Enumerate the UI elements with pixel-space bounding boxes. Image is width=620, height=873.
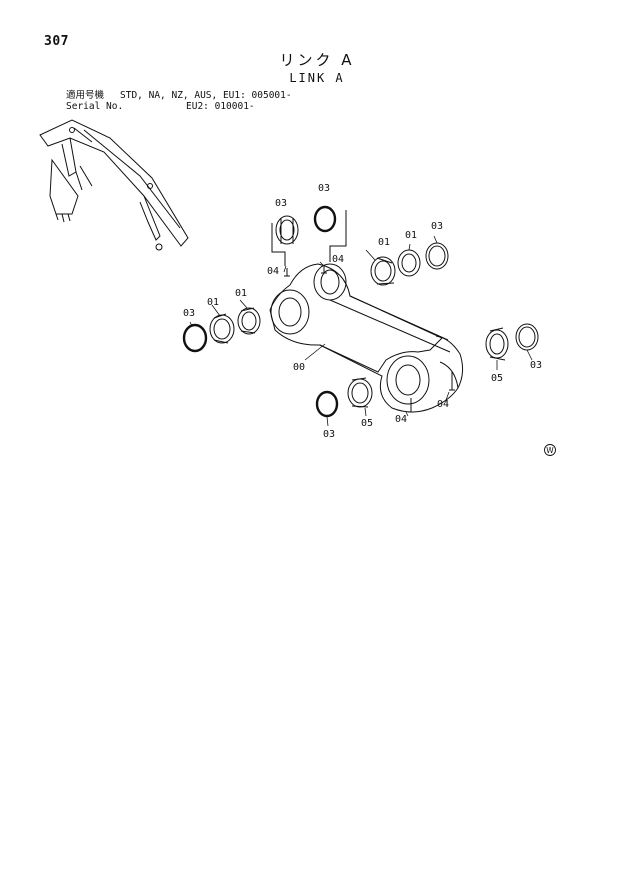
serial-label-jp: 適用号機 (66, 90, 105, 101)
callout-03-upper: 03 (318, 183, 330, 194)
callout-01-left-b: 01 (235, 288, 247, 299)
lower-parts (315, 377, 414, 418)
callout-05-lower: 05 (361, 418, 373, 429)
callout-04-upper-right: 04 (332, 254, 344, 265)
callout-03-upper-left: 03 (275, 198, 287, 209)
title-japanese: リンク A (279, 51, 355, 69)
callout-01-left-a: 01 (207, 297, 219, 308)
w-mark: W (544, 444, 556, 456)
leader-lines (189, 235, 533, 427)
callout-03-lower: 03 (323, 429, 335, 440)
title-english: LINK A (289, 71, 345, 85)
callout-03-right: 03 (530, 360, 542, 371)
callout-01-upper-b: 01 (405, 230, 417, 241)
callout-04-upper-left: 04 (267, 266, 279, 277)
link-body (269, 263, 464, 413)
callout-01-upper-a: 01 (378, 237, 390, 248)
upper-parts (271, 205, 347, 277)
callout-04-lower-right: 04 (437, 399, 449, 410)
callout-03-left: 03 (183, 308, 195, 319)
page-number: 307 (44, 34, 69, 49)
callout-03-upper-right: 03 (431, 221, 443, 232)
right-parts (449, 323, 539, 391)
excavator-thumbnail (39, 119, 189, 251)
upper-right-parts (370, 242, 449, 286)
serial-label-en: Serial No. (66, 101, 124, 112)
callout-labels: 03 03 04 04 01 01 03 03 01 01 00 05 03 0… (183, 183, 542, 440)
serial-models-line1: STD, NA, NZ, AUS, EU1: 005001- (120, 90, 292, 101)
callout-04-lower-left: 04 (395, 414, 407, 425)
w-mark-letter: W (546, 446, 554, 455)
callout-00-link: 00 (293, 362, 305, 373)
serial-models-line2: EU2: 010001- (186, 101, 255, 112)
callout-05-right: 05 (491, 373, 503, 384)
left-parts (182, 307, 261, 353)
